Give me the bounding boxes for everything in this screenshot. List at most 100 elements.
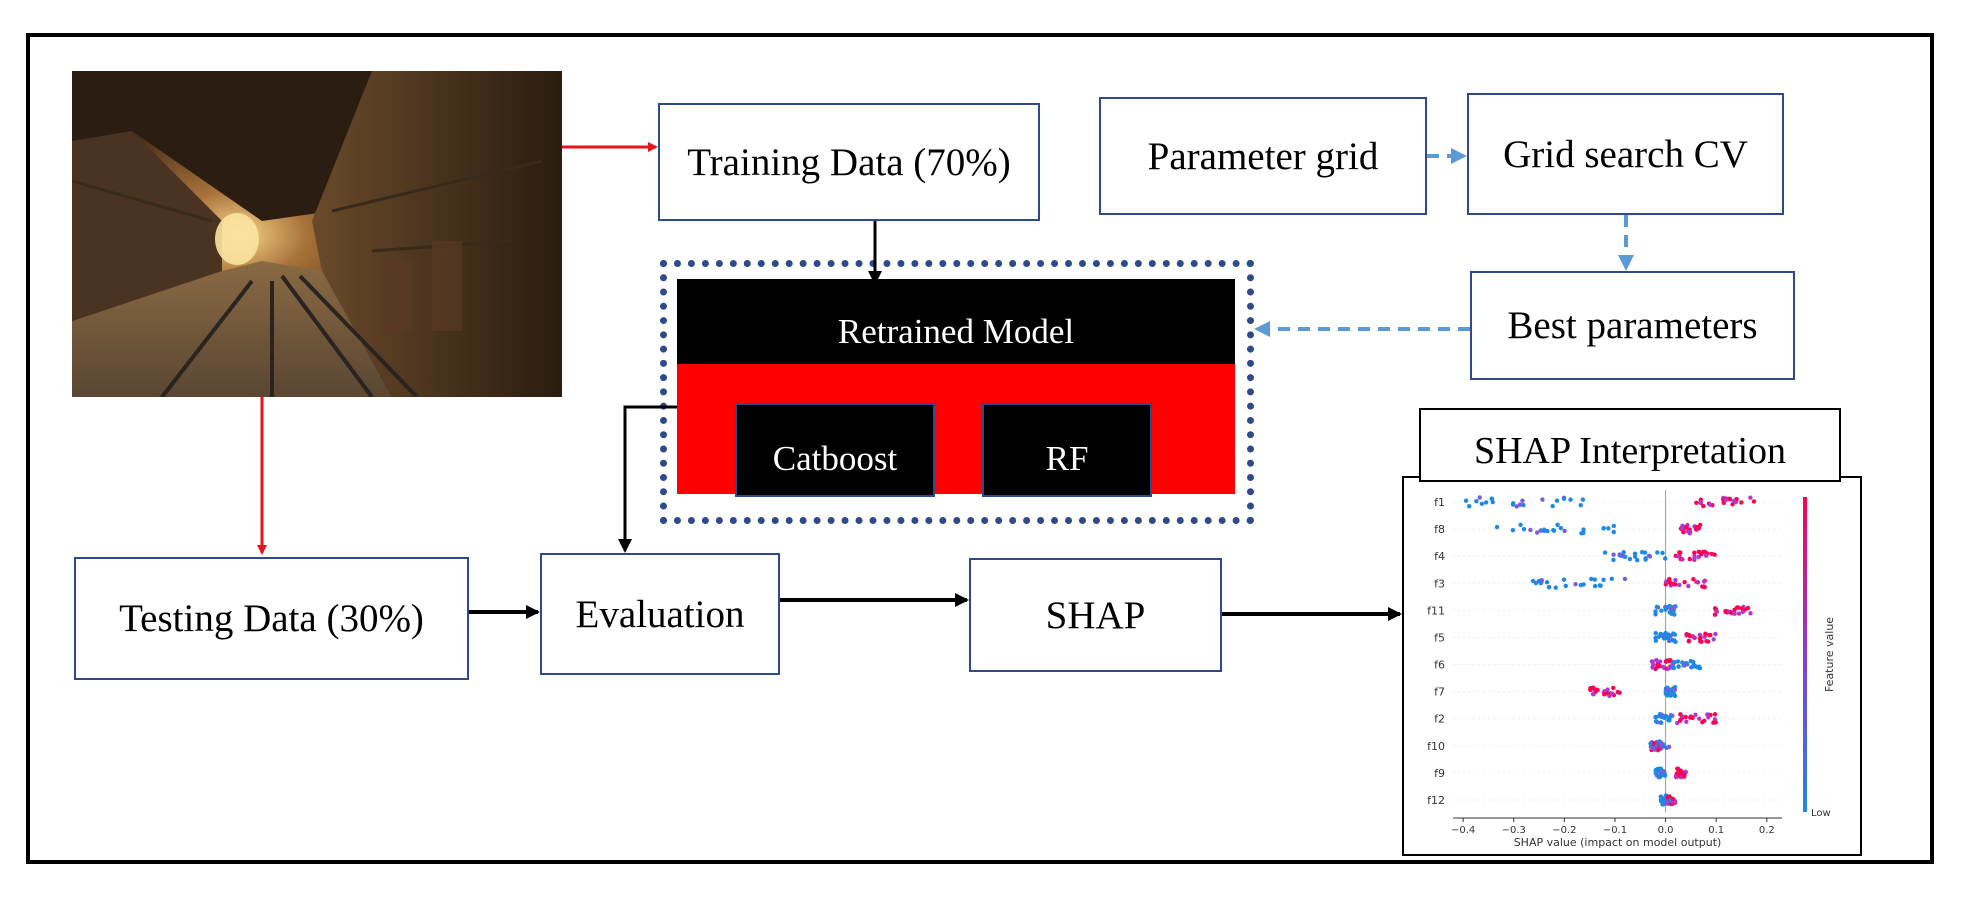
shap-point	[1705, 639, 1711, 644]
shap-point	[1739, 500, 1744, 505]
shap-point	[1658, 720, 1664, 725]
shap-point	[1662, 744, 1667, 749]
shap-point	[1657, 766, 1662, 771]
shap-point	[1714, 609, 1720, 614]
shap-point	[1615, 689, 1620, 695]
shap-point	[1611, 552, 1616, 557]
shap-colorbar-low-label: Low	[1811, 808, 1831, 819]
shap-point	[1611, 529, 1616, 535]
shap-point	[1521, 526, 1527, 532]
shap-point	[1671, 631, 1676, 636]
retrained-model-header: Retrained Model	[677, 279, 1235, 364]
shap-point	[1655, 662, 1661, 667]
shap-point	[1597, 583, 1603, 588]
shap-point	[1675, 659, 1681, 664]
shap-point	[1592, 583, 1598, 589]
shap-point	[1678, 712, 1683, 717]
shap-x-tick-label: −0.4	[1451, 825, 1475, 836]
shap-x-tick-label: 0.1	[1708, 825, 1724, 836]
shap-point	[1592, 577, 1598, 582]
shap-point	[1662, 715, 1667, 721]
shap-point	[1611, 685, 1616, 691]
shap-point	[1672, 687, 1678, 692]
shap-point	[1648, 741, 1653, 746]
shap-point	[1678, 717, 1683, 723]
shap-point	[1703, 631, 1708, 636]
shap-point	[1672, 582, 1677, 587]
shap-point	[1691, 576, 1696, 582]
shap-point	[1606, 526, 1611, 531]
shap-point	[1704, 553, 1709, 558]
shap-point	[1668, 658, 1673, 663]
shap-point	[1555, 522, 1560, 527]
shap-point	[1609, 576, 1615, 582]
shap-feature-label: f3	[1434, 577, 1445, 590]
shap-x-tick-label: 0.2	[1759, 825, 1775, 836]
shap-point	[1708, 632, 1713, 638]
shap-point	[1483, 500, 1489, 505]
shap-point	[1686, 638, 1692, 644]
shap-point	[1632, 554, 1638, 559]
shap-point	[1591, 692, 1596, 697]
shap-point	[1693, 712, 1698, 718]
shap-point	[1653, 612, 1658, 617]
shap-feature-label: f8	[1434, 523, 1445, 536]
shap-feature-label: f4	[1434, 550, 1445, 563]
shap-point	[1731, 498, 1737, 504]
shap-point	[1610, 691, 1615, 696]
diagram-frame	[26, 33, 1934, 864]
shap-point	[1668, 693, 1673, 698]
shap-point	[1558, 525, 1564, 531]
shap-point	[1579, 531, 1584, 536]
shap-point	[1562, 528, 1567, 534]
arrow-model-to-evaluation	[618, 405, 677, 553]
shap-point	[1611, 557, 1616, 563]
shap-point	[1687, 633, 1693, 639]
shap-point	[1711, 720, 1716, 725]
shap-feature-label: f11	[1427, 604, 1445, 617]
parameter-grid-label: Parameter grid	[1147, 134, 1379, 178]
shap-point	[1700, 719, 1705, 725]
shap-point	[1658, 631, 1663, 637]
shap-point	[1693, 664, 1699, 669]
shap-point	[1663, 630, 1668, 636]
shap-point	[1663, 659, 1669, 664]
grid-search-box: Grid search CV	[1467, 93, 1784, 215]
shap-point	[1748, 611, 1753, 616]
shap-point	[1675, 766, 1680, 771]
shap-point	[1518, 522, 1523, 528]
shap-point	[1682, 772, 1687, 778]
shap-point	[1611, 523, 1617, 529]
shap-point	[1588, 687, 1593, 693]
shap-point	[1690, 715, 1695, 721]
shap-point	[1665, 687, 1671, 692]
shap-point	[1517, 502, 1523, 507]
shap-point	[1682, 663, 1687, 668]
shap-point	[1520, 498, 1525, 503]
shap-point	[1651, 662, 1656, 667]
shap-point	[1657, 659, 1663, 664]
shap-point	[1622, 576, 1628, 582]
shap-point	[1699, 639, 1704, 644]
parameter-grid-box: Parameter grid	[1099, 97, 1427, 215]
shap-point	[1550, 503, 1555, 509]
shap-point	[1561, 577, 1567, 582]
shap-point	[1646, 553, 1652, 558]
shap-point	[1578, 582, 1584, 588]
shap-feature-label: f1	[1434, 496, 1445, 509]
shap-point	[1659, 608, 1664, 613]
shap-x-tick-label: −0.3	[1502, 825, 1526, 836]
shap-point	[1539, 578, 1544, 583]
shap-point	[1660, 550, 1665, 556]
shap-point	[1538, 528, 1543, 533]
shap-point	[1707, 502, 1713, 507]
shap-interpretation-title: SHAP Interpretation	[1419, 408, 1841, 482]
shap-point	[1665, 795, 1670, 800]
shap-point	[1602, 692, 1607, 697]
shap-point	[1653, 638, 1659, 643]
shap-point	[1514, 504, 1519, 509]
shap-point	[1672, 638, 1677, 644]
shap-point	[1691, 635, 1696, 640]
shap-feature-label: f2	[1434, 713, 1445, 726]
shap-point	[1580, 497, 1586, 502]
